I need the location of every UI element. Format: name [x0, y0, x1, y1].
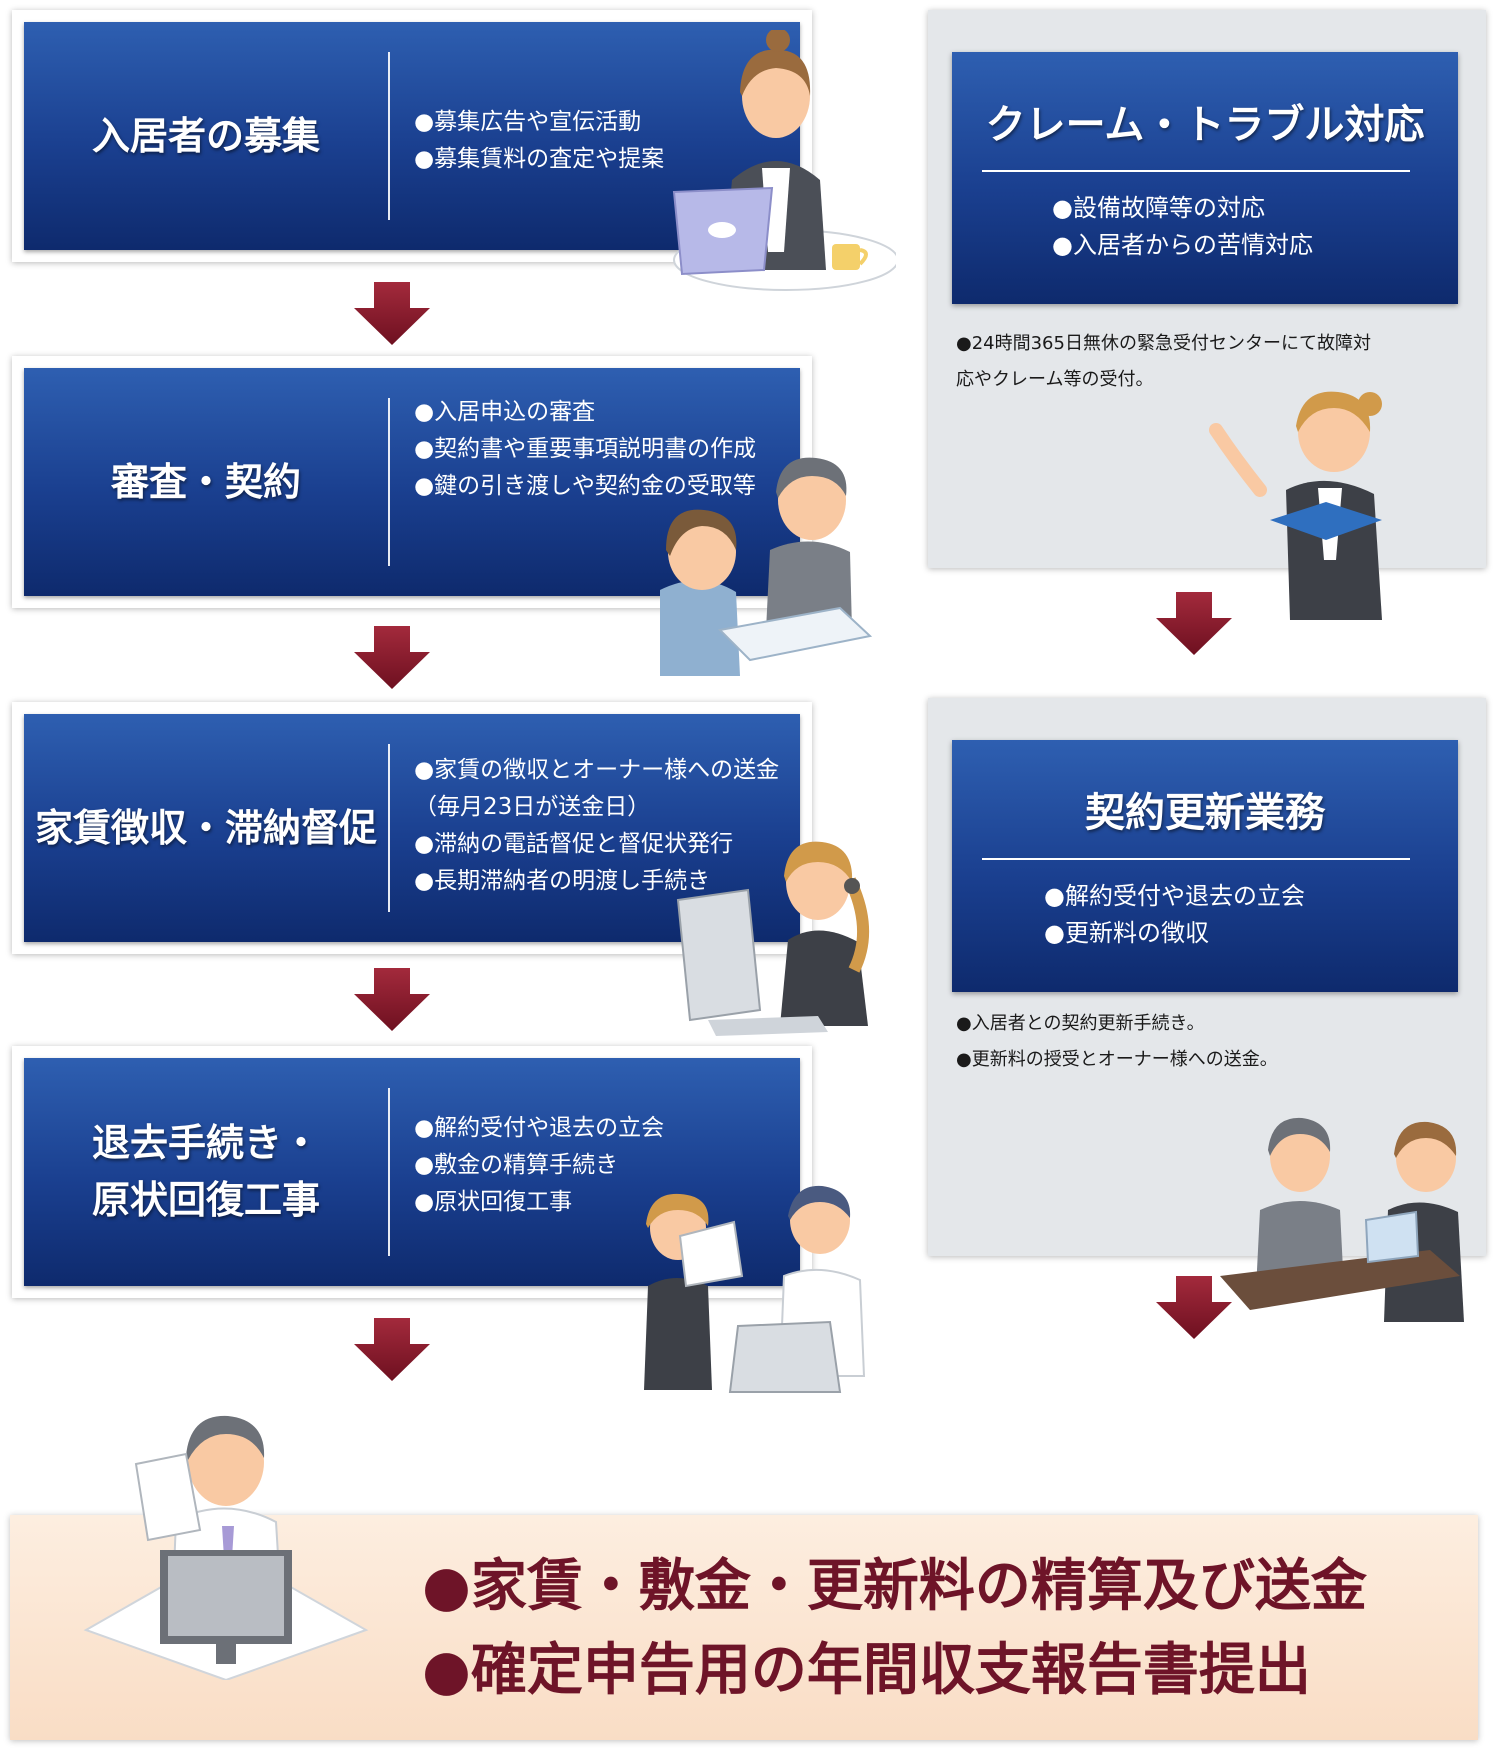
panel-bullet: ●入居者からの苦情対応	[1052, 231, 1313, 259]
step-bullet: ●鍵の引き渡しや契約金の受取等	[414, 473, 756, 499]
step-bullet: ●募集広告や宣伝活動	[414, 109, 642, 135]
step-card-move-out: 退去手続き・ 原状回復工事 ●解約受付や退去の立会 ●敷金の精算手続き ●原状回…	[12, 1046, 812, 1298]
panel-title: 契約更新業務	[1085, 790, 1325, 836]
step-title-line: 入居者の募集	[91, 113, 320, 158]
flow-arrow-down-icon	[354, 968, 430, 1031]
panel-rule	[982, 170, 1410, 172]
flow-arrow-down-icon	[354, 1318, 430, 1381]
step-title: 入居者の募集	[24, 22, 388, 250]
panel-note: ●24時間365日無休の緊急受付センターにて故障対 応やクレーム等の受付。	[956, 326, 1456, 398]
step-bullet: （毎月23日が送金日）	[414, 794, 651, 820]
step-bullets: ●家賃の徴収とオーナー様への送金 （毎月23日が送金日） ●滞納の電話督促と督促…	[414, 752, 779, 900]
step-title-line: 原状回復工事	[91, 1178, 320, 1222]
step-bullets: ●解約受付や退去の立会 ●敷金の精算手続き ●原状回復工事	[414, 1110, 664, 1221]
flow-arrow-down-icon	[354, 626, 430, 689]
step-bullet: ●解約受付や退去の立会	[414, 1115, 665, 1141]
summary-lines: ●家賃・敷金・更新料の精算及び送金 ●確定申告用の年間収支報告書提出	[422, 1545, 1367, 1713]
panel-note: ●入居者との契約更新手続き。 ●更新料の授受とオーナー様への送金。	[956, 1006, 1456, 1078]
flow-arrow-down-icon	[1156, 1276, 1232, 1339]
side-panel-renewal: 契約更新業務 ●解約受付や退去の立会 ●更新料の徴収 ●入居者との契約更新手続き…	[928, 698, 1486, 1256]
step-title: 退去手続き・ 原状回復工事	[24, 1058, 388, 1286]
panel-box: クレーム・トラブル対応 ●設備故障等の対応 ●入居者からの苦情対応	[952, 52, 1458, 304]
panel-rule	[982, 858, 1410, 860]
step-title-line: 審査・契約	[110, 459, 301, 504]
step-bullet: ●入居申込の審査	[414, 399, 596, 425]
panel-note-line: ●24時間365日無休の緊急受付センターにて故障対	[956, 333, 1371, 354]
woman-laptop-illustration-icon	[672, 30, 896, 291]
operator-headset-illustration-icon	[676, 841, 869, 1036]
step-divider	[388, 398, 390, 566]
step-title-line: 退去手続き・	[91, 1121, 320, 1165]
step-divider	[388, 1088, 390, 1256]
panel-bullets: ●解約受付や退去の立会 ●更新料の徴収	[1044, 878, 1305, 952]
step-title: 審査・契約	[24, 368, 388, 596]
panel-note-line: ●入居者との契約更新手続き。	[956, 1013, 1205, 1034]
panel-title: クレーム・トラブル対応	[985, 102, 1425, 148]
step-box: 入居者の募集 ●募集広告や宣伝活動 ●募集賃料の査定や提案	[24, 22, 800, 250]
side-panel-complaints: クレーム・トラブル対応 ●設備故障等の対応 ●入居者からの苦情対応 ●24時間3…	[928, 10, 1486, 568]
flow-arrow-down-icon	[354, 282, 430, 345]
step-box: 退去手続き・ 原状回復工事 ●解約受付や退去の立会 ●敷金の精算手続き ●原状回…	[24, 1058, 800, 1286]
panel-bullets: ●設備故障等の対応 ●入居者からの苦情対応	[1052, 190, 1313, 264]
step-bullet: ●原状回復工事	[414, 1189, 573, 1215]
desk-consultation-illustration-icon	[1220, 1117, 1464, 1322]
step-bullet: ●長期滞納者の明渡し手続き	[414, 868, 711, 894]
woman-reading-illustration-icon	[1209, 391, 1382, 620]
step-title: 家賃徴収・滞納督促	[24, 714, 388, 942]
step-bullet: ●契約書や重要事項説明書の作成	[414, 436, 757, 462]
step-bullets: ●募集広告や宣伝活動 ●募集賃料の査定や提案	[414, 104, 664, 178]
move-out-inspection-illustration-icon	[644, 1185, 866, 1393]
step-box: 家賃徴収・滞納督促 ●家賃の徴収とオーナー様への送金 （毎月23日が送金日） ●…	[24, 714, 800, 942]
panel-bullet: ●解約受付や退去の立会	[1044, 882, 1305, 910]
contract-meeting-illustration-icon	[660, 457, 873, 676]
step-divider	[388, 744, 390, 912]
step-divider	[388, 52, 390, 220]
panel-box: 契約更新業務 ●解約受付や退去の立会 ●更新料の徴収	[952, 740, 1458, 992]
panel-bullet: ●更新料の徴収	[1044, 919, 1209, 947]
summary-line: ●確定申告用の年間収支報告書提出	[422, 1638, 1311, 1703]
step-bullet: ●家賃の徴収とオーナー様への送金	[414, 757, 780, 783]
panel-note-line: 応やクレーム等の受付。	[956, 369, 1154, 390]
step-card-recruitment: 入居者の募集 ●募集広告や宣伝活動 ●募集賃料の査定や提案	[12, 10, 812, 262]
panel-note-line: ●更新料の授受とオーナー様への送金。	[956, 1049, 1278, 1070]
step-bullet: ●滞納の電話督促と督促状発行	[414, 831, 734, 857]
step-bullet: ●敷金の精算手続き	[414, 1152, 619, 1178]
summary-line: ●家賃・敷金・更新料の精算及び送金	[422, 1554, 1367, 1619]
man-computer-illustration-icon	[83, 1415, 369, 1680]
step-bullet: ●募集賃料の査定や提案	[414, 146, 665, 172]
step-bullets: ●入居申込の審査 ●契約書や重要事項説明書の作成 ●鍵の引き渡しや契約金の受取等	[414, 394, 756, 505]
step-title-line: 家賃徴収・滞納督促	[34, 805, 377, 850]
flow-arrow-down-icon	[1156, 592, 1232, 655]
panel-bullet: ●設備故障等の対応	[1052, 194, 1265, 222]
